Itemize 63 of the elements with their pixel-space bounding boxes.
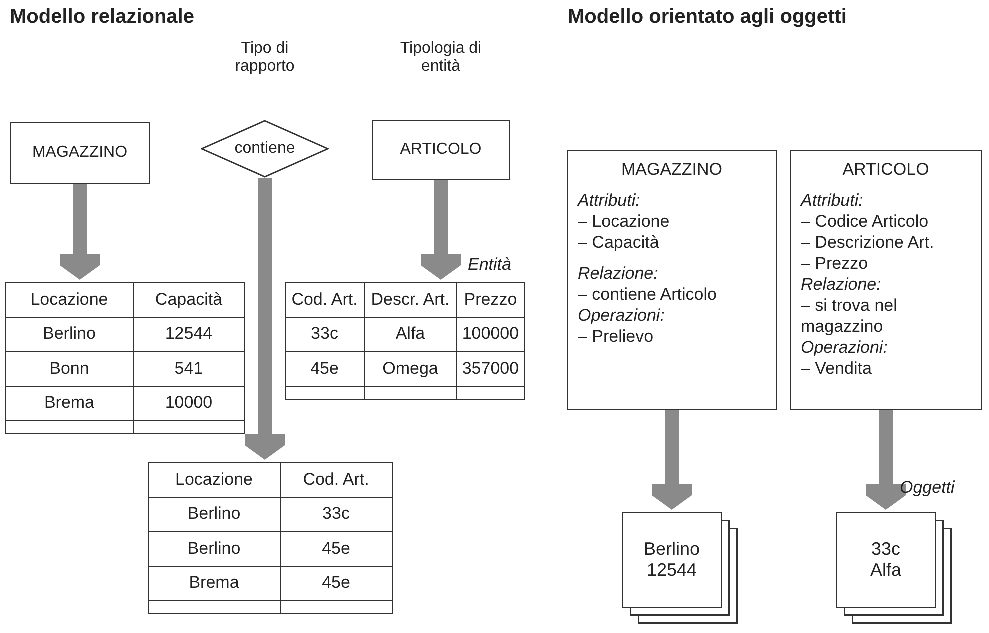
table-cell: 45e <box>280 566 392 600</box>
table-cell: Locazione <box>148 462 280 497</box>
list-item: – Capacità <box>578 232 660 253</box>
table-cell: Capacità <box>133 282 244 317</box>
caption-text: Tipologia di entità <box>399 40 483 76</box>
table-cell: 33c <box>280 497 392 532</box>
entity-box <box>372 120 510 180</box>
heading: Modello orientato agli oggetti <box>568 6 847 29</box>
table-cell: 45e <box>286 352 364 386</box>
class-box <box>567 150 777 410</box>
table-cell: Locazione <box>6 282 134 317</box>
table-cell: Cod. Art. <box>286 282 364 318</box>
heading: Modello relazionale <box>10 6 194 29</box>
list-item: – Descrizione Art. <box>801 232 936 253</box>
object-label: 33c <box>871 539 901 560</box>
object-label: 12544 <box>646 560 698 581</box>
list-item: – contiene Articolo <box>578 284 718 305</box>
table-cell: Cod. Art. <box>280 462 392 497</box>
table-cell: Brema <box>148 566 280 600</box>
table-cell: Berlino <box>148 532 280 566</box>
data-table <box>285 282 525 400</box>
decision-diamond <box>201 120 329 178</box>
table-cell: 45e <box>280 532 392 566</box>
table-cell: 12544 <box>133 317 244 352</box>
data-table <box>148 462 393 614</box>
table-cell: Brema <box>6 386 134 420</box>
table-cell: 33c <box>286 317 364 352</box>
list-item: – Prelievo <box>578 326 655 347</box>
entity-box <box>10 122 150 184</box>
table-cell: Alfa <box>364 317 457 352</box>
list-item: – si trova nel magazzino <box>801 295 898 337</box>
table-cell: 100000 <box>456 317 524 352</box>
table-cell: Berlino <box>148 497 280 532</box>
table-cell: Prezzo <box>456 282 524 318</box>
table-cell: Berlino <box>6 317 134 352</box>
table-cell: Omega <box>364 352 457 386</box>
section-heading: Attributi: <box>801 190 864 211</box>
box-label: ARTICOLO <box>400 141 482 159</box>
table-cell: 541 <box>133 352 244 386</box>
table-cell: Bonn <box>6 352 134 386</box>
list-item: – Locazione <box>578 211 671 232</box>
section-heading: Operazioni: <box>801 337 889 358</box>
section-heading: Relazione: <box>801 274 882 295</box>
class-name: MAGAZZINO <box>620 159 724 180</box>
list-item: – Prezzo <box>801 253 870 274</box>
list-item: – Codice Articolo <box>801 211 930 232</box>
box-label: MAGAZZINO <box>32 144 128 162</box>
section-heading: Relazione: <box>578 263 660 284</box>
class-box <box>790 150 982 410</box>
section-heading: Operazioni: <box>578 305 666 326</box>
section-label: Oggetti <box>900 478 955 498</box>
object-label: Berlino <box>644 539 700 560</box>
caption-text: Tipo di rapporto <box>234 40 296 76</box>
data-table <box>5 282 245 434</box>
table-cell: 357000 <box>456 352 524 386</box>
table-cell: Descr. Art. <box>364 282 457 318</box>
diamond-label: contiene <box>234 140 296 158</box>
object-label: Alfa <box>870 560 902 581</box>
list-item: – Vendita <box>801 358 873 379</box>
section-heading: Attributi: <box>578 190 642 211</box>
table-cell: 10000 <box>133 386 244 420</box>
section-label: Entità <box>468 255 512 275</box>
class-name: ARTICOLO <box>842 159 930 180</box>
